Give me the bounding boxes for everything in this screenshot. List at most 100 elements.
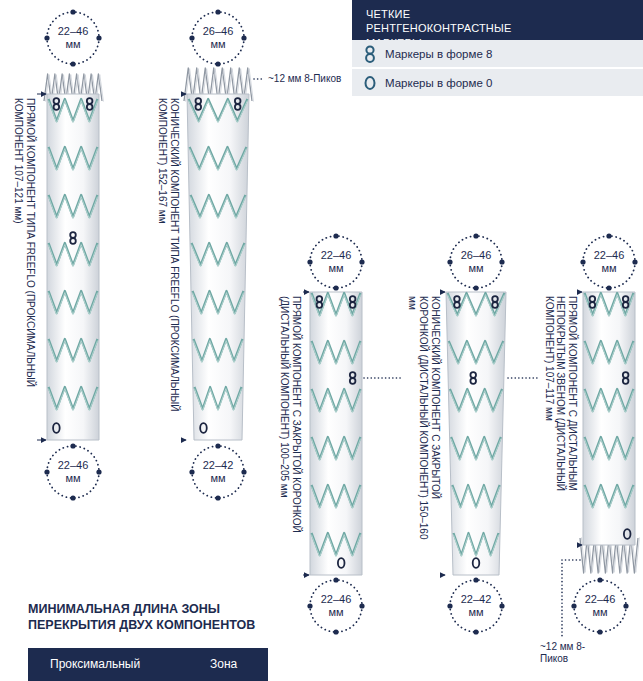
marker-zero	[338, 558, 345, 568]
stent-ring-shine	[49, 101, 98, 123]
marker-eight	[590, 302, 596, 308]
stent-ring	[189, 99, 248, 121]
label-bracket	[579, 545, 582, 546]
stent-ring	[191, 195, 246, 217]
marker-eight	[350, 378, 356, 384]
diameter-circle: 22–46 мм	[571, 577, 629, 635]
graft-fabric	[310, 292, 362, 575]
stent-ring	[312, 485, 361, 507]
node-text: 22–46 мм	[316, 593, 356, 618]
stent-ring-shine	[49, 149, 98, 171]
stent-ring-shine	[193, 341, 242, 363]
node-text: 22–46 мм	[580, 593, 620, 618]
component-label: ПРЯМОЙ КОМПОНЕНТ С ЗАКРЫТОЙ КОРОНКОЙ (ДИ…	[279, 296, 302, 554]
marker-eight	[54, 104, 60, 110]
stent-ring	[452, 485, 499, 507]
graft-fabric	[583, 292, 635, 545]
stent-ring-shine	[192, 245, 245, 267]
node-text: Проксимальный	[50, 657, 140, 671]
stent-ring	[49, 195, 98, 217]
legend-row: Маркеры в форме 8	[352, 40, 643, 67]
marker-eight	[70, 238, 76, 244]
marker-eight	[87, 104, 93, 110]
stent-ring-shine	[49, 245, 98, 267]
stent-ring	[312, 389, 361, 411]
stent-ring-shine	[49, 197, 98, 219]
circle-dot	[606, 233, 611, 238]
circle-dot	[70, 9, 75, 14]
marker-eight	[366, 46, 373, 53]
legend-swatch	[363, 73, 377, 93]
stent-ring	[192, 291, 243, 313]
node-text: 26–46 мм	[198, 25, 238, 50]
stent-ring-shine	[451, 439, 501, 461]
dotted-leader	[364, 377, 403, 379]
stent-ring-shine	[49, 341, 98, 363]
stent-graft	[580, 292, 639, 573]
circle-dot	[215, 9, 220, 14]
stent-ring	[449, 341, 504, 363]
stent-ring-shine	[192, 293, 243, 315]
component-label: КОНИЧЕСКИЙ КОМПОНЕНТ ТИПА FREEFLO (ПРОКС…	[157, 98, 180, 438]
stent-ring	[49, 291, 98, 313]
circle-outline	[310, 236, 362, 288]
stent-ring-shine	[190, 149, 247, 171]
marker-eight	[195, 104, 201, 110]
stent-ring	[194, 387, 241, 409]
stent-ring-shine	[312, 343, 361, 365]
circle-outline	[450, 236, 502, 288]
stent-ring-shine	[449, 343, 504, 365]
dotted-leader	[254, 78, 264, 80]
circle-outline	[310, 580, 362, 632]
circle-dot	[333, 577, 338, 582]
marker-eight	[470, 372, 476, 378]
marker-eight	[235, 98, 241, 104]
marker-eight	[590, 296, 596, 302]
marker-eight	[54, 98, 60, 104]
stent-ring	[585, 485, 634, 507]
circle-outline	[47, 446, 99, 498]
label-bracket	[442, 292, 445, 293]
marker-eight	[350, 372, 356, 378]
node-text: Зона	[210, 657, 237, 671]
marker-eight	[623, 302, 629, 308]
legend-row: Маркеры в форме 0	[352, 69, 643, 96]
legend-text: Маркеры в форме 8	[385, 48, 492, 60]
circle-outline	[583, 236, 635, 288]
dimension-note: ~12 мм 8-Пиков	[540, 641, 590, 664]
marker-zero	[200, 423, 207, 433]
component-label: ПРЯМОЙ КОМПОНЕНТ ТИПА FREEFLO (ПРОКСИМАЛ…	[13, 98, 36, 438]
node-text: 22–46 мм	[589, 249, 629, 274]
circle-dot	[580, 259, 585, 264]
marker-eight	[623, 378, 629, 384]
marker-zero	[624, 529, 631, 539]
stent-ring-shine	[585, 439, 634, 461]
marker-eight	[317, 302, 323, 308]
marker-eight	[454, 302, 460, 308]
circle-dot	[333, 233, 338, 238]
node-text: 22–46 мм	[316, 249, 356, 274]
stent-graft	[44, 74, 103, 440]
circle-dot	[70, 495, 75, 500]
stent-ring-shine	[312, 487, 361, 509]
stent-ring	[585, 437, 634, 459]
marker-eight	[492, 296, 498, 302]
circle-dot	[473, 629, 478, 634]
stent-ring	[49, 99, 98, 121]
stent-ring-shine	[312, 439, 361, 461]
diameter-circle: 22–46 мм	[580, 233, 638, 291]
circle-dot	[473, 285, 478, 290]
diameter-circle: 22–46 мм	[44, 9, 102, 67]
circle-outline	[192, 446, 244, 498]
circle-dot	[215, 61, 220, 66]
circle-dot	[189, 35, 194, 40]
marker-zero	[366, 77, 375, 89]
stent-ring-shine	[448, 295, 505, 317]
node-text: 22–42 мм	[456, 593, 496, 618]
stent-ring	[49, 339, 98, 361]
component-label: КОНИЧЕСКИЙ КОМПОНЕНТ С ЗАКРЫТОЙ КОРОНКОЙ…	[407, 296, 442, 554]
component-label: ПРЯМОЙ КОМПОНЕНТ С ДИСТАЛЬНЫМ НЕПОКРЫТЫМ…	[544, 296, 579, 541]
circle-dot	[597, 577, 602, 582]
stent-graft	[310, 292, 362, 575]
